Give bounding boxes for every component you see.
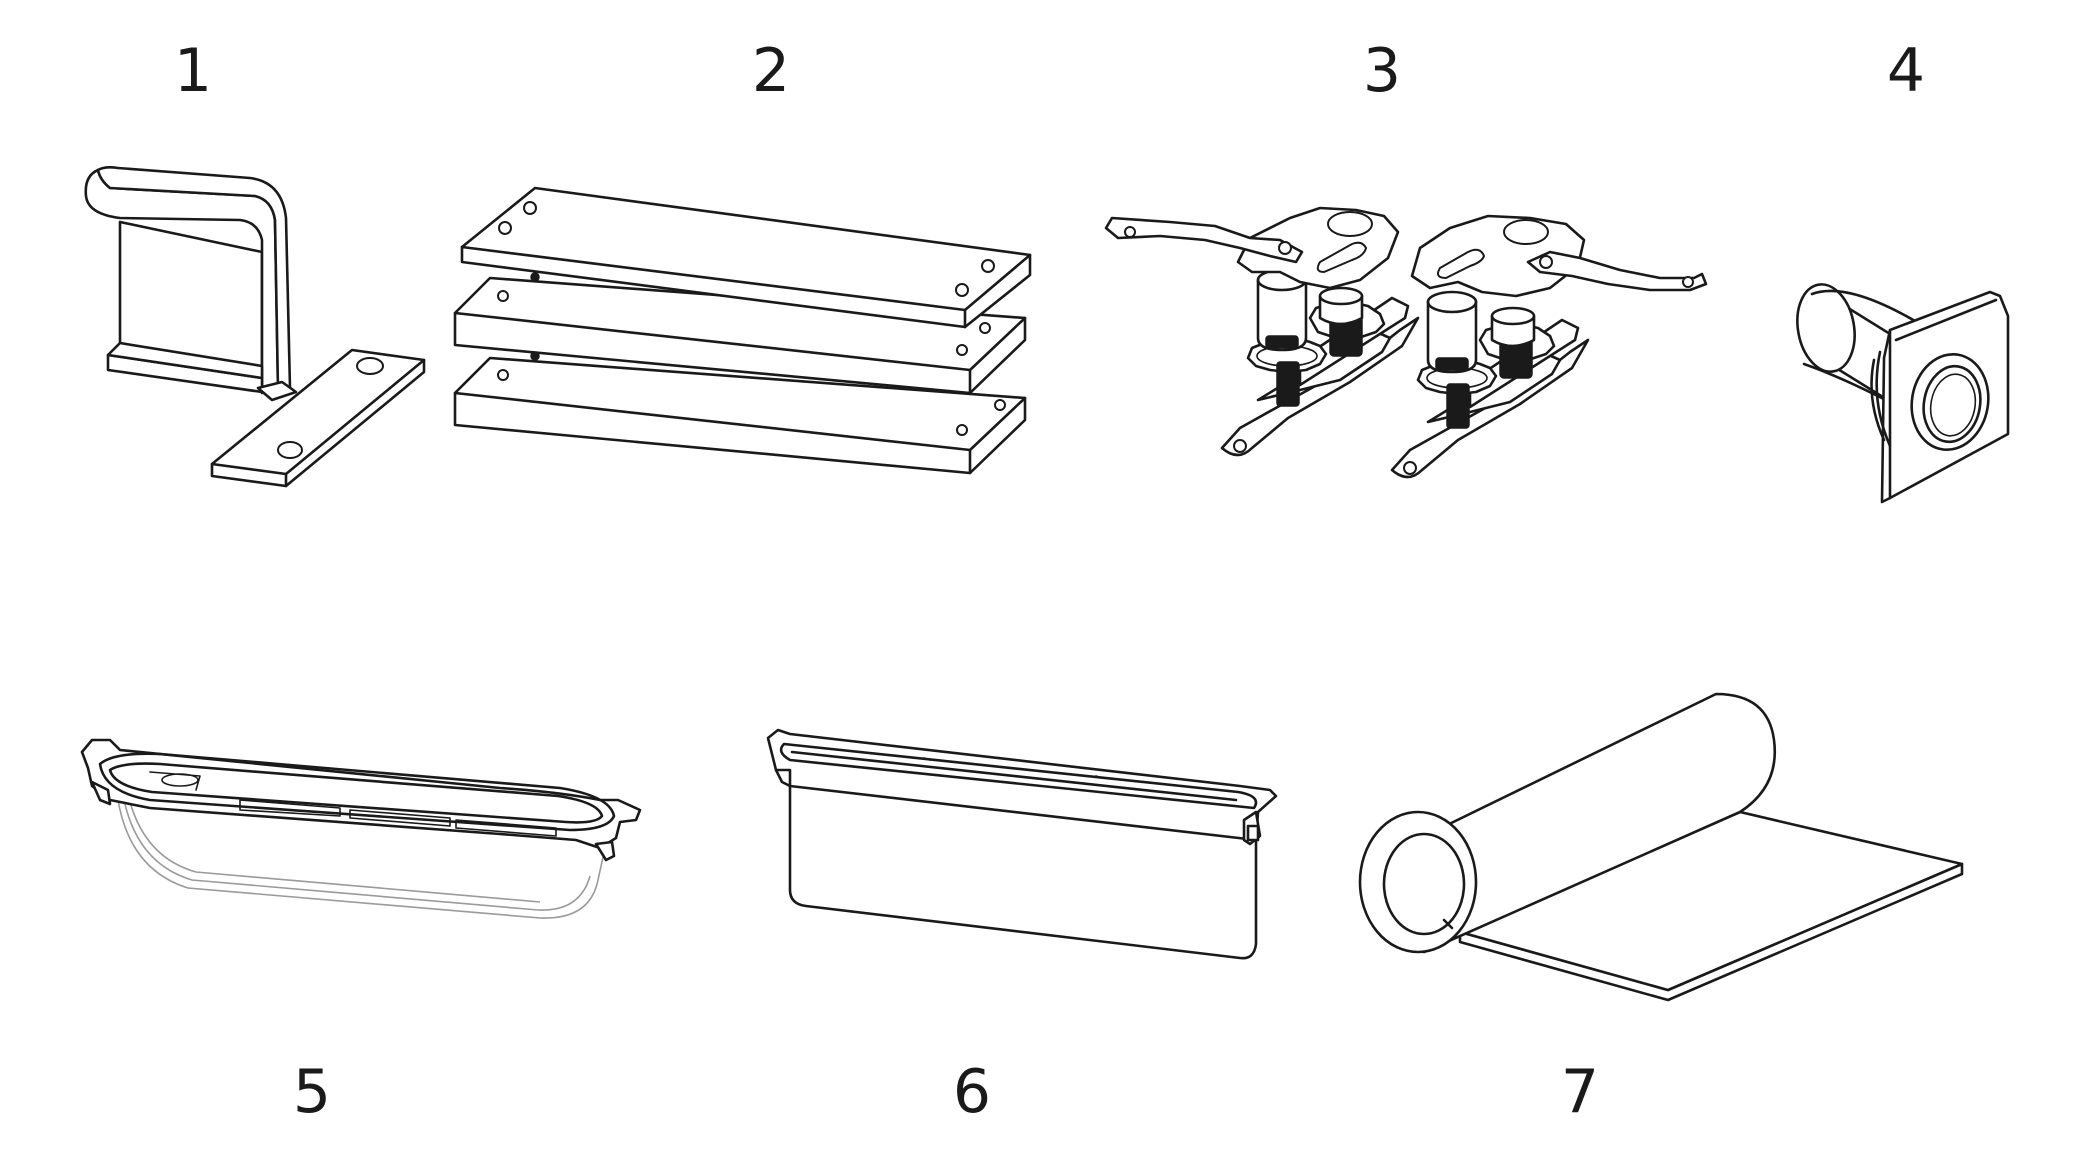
plates-icon bbox=[453, 186, 1032, 475]
item-6-label: 6 bbox=[953, 1057, 991, 1127]
grommet-icon bbox=[1796, 283, 2010, 504]
item-2-label: 2 bbox=[752, 36, 790, 106]
item-5-label: 5 bbox=[293, 1057, 331, 1127]
clip-icon bbox=[84, 166, 426, 488]
glass-tray-icon bbox=[80, 738, 642, 919]
roll-sheet-icon bbox=[1358, 692, 1964, 1002]
item-4-label: 4 bbox=[1887, 36, 1925, 106]
frame-basket-icon bbox=[766, 728, 1278, 960]
item-1-label: 1 bbox=[174, 36, 212, 106]
item-3-label: 3 bbox=[1363, 36, 1401, 106]
item-7-label: 7 bbox=[1561, 1057, 1599, 1127]
knob-assembly-icon bbox=[1104, 206, 1708, 479]
